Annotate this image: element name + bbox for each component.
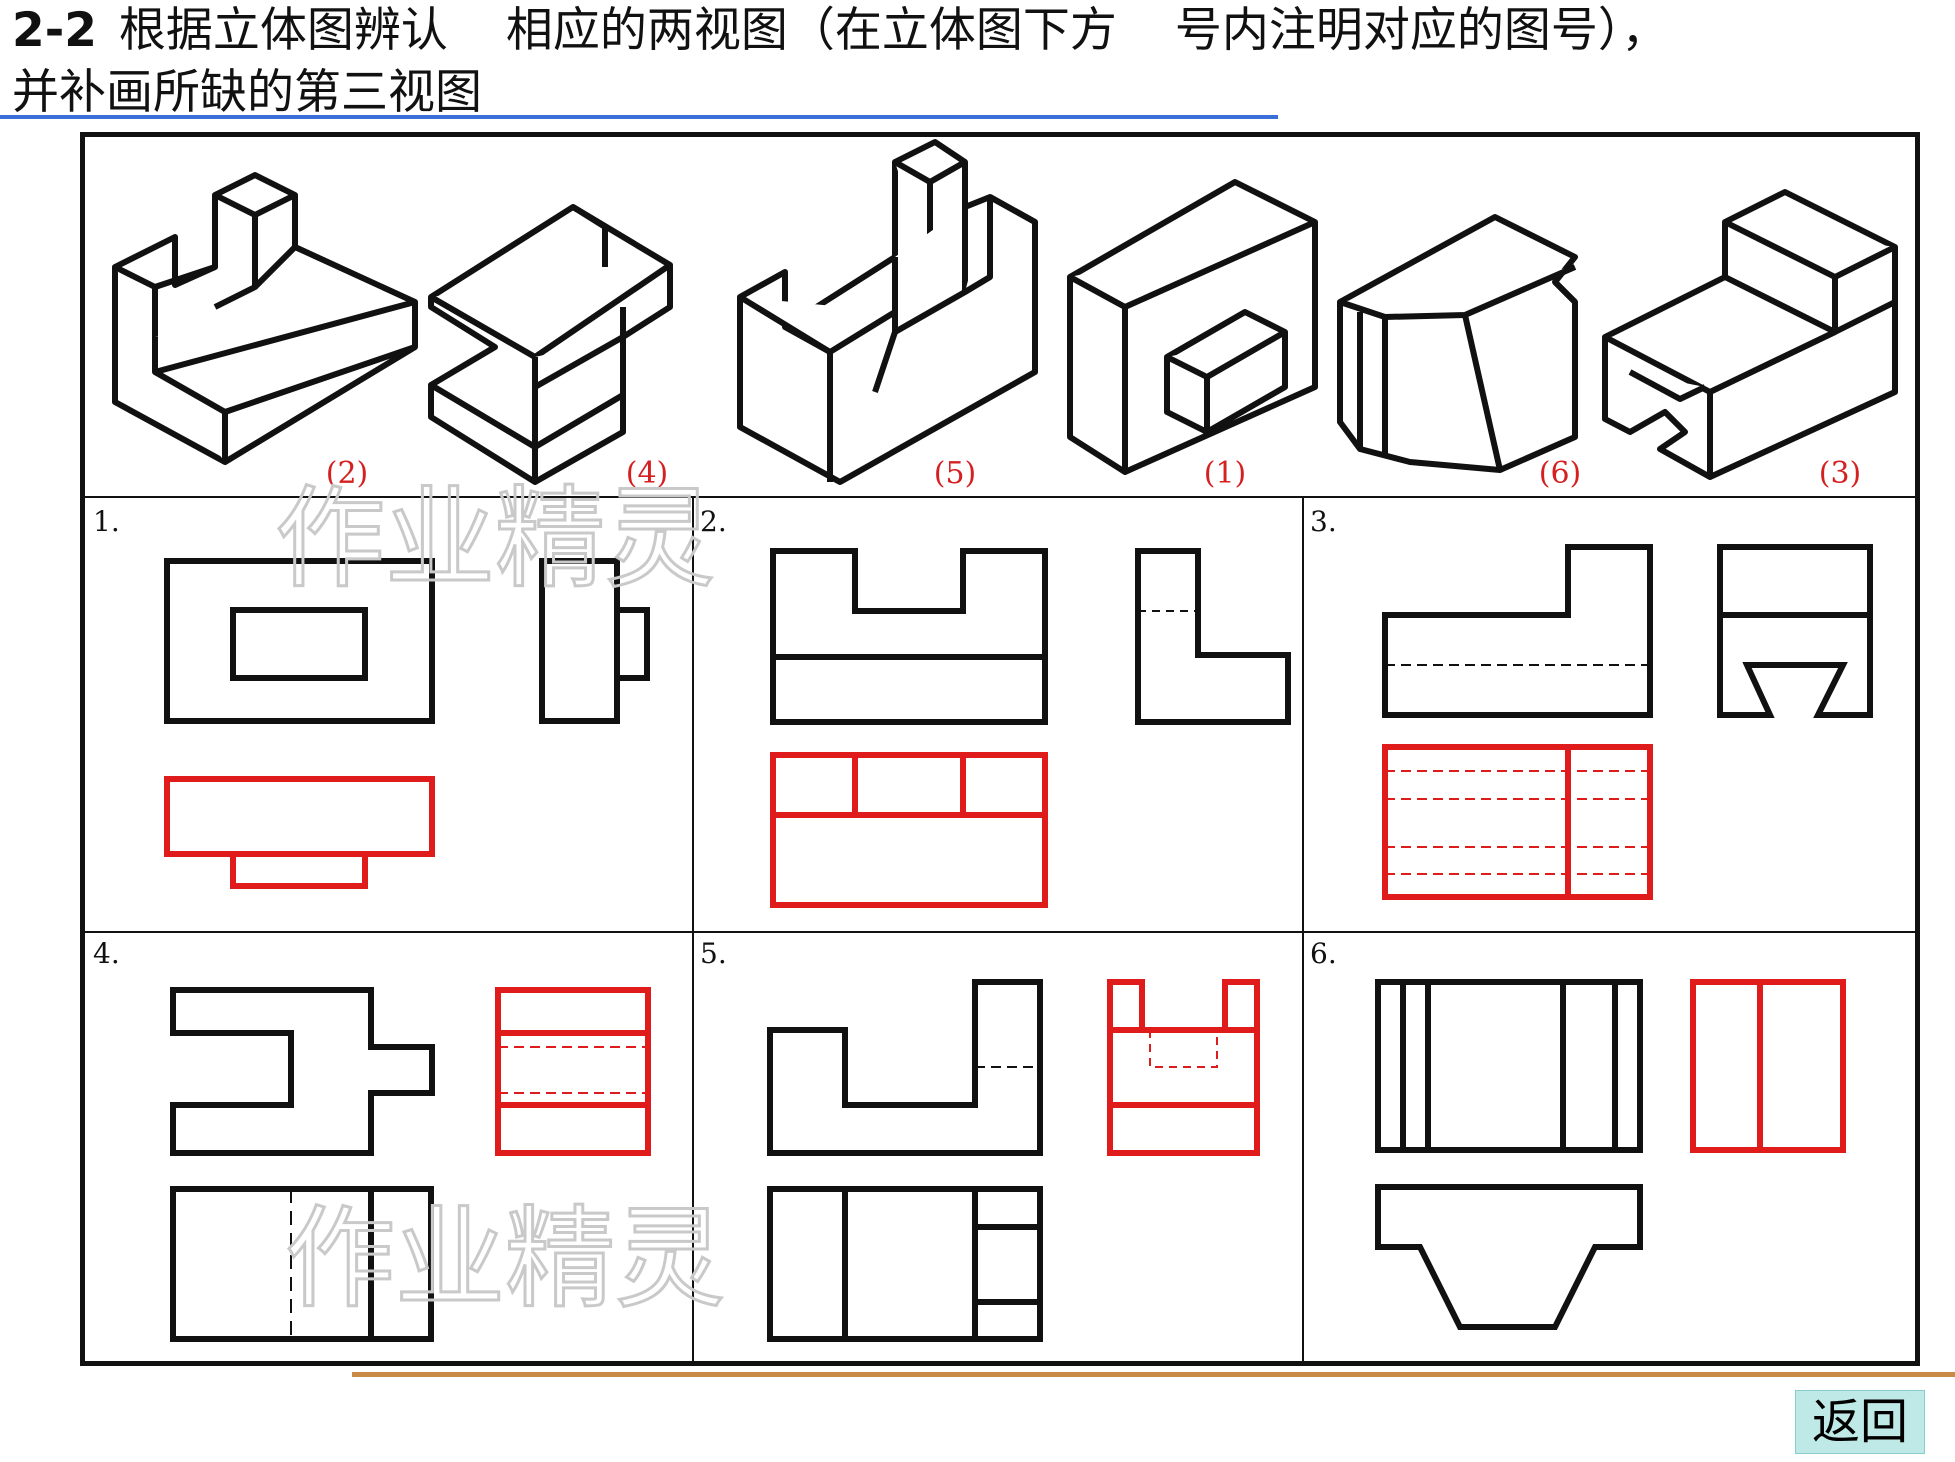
title-underline	[0, 115, 1278, 119]
cell-4-answer-side-view	[495, 987, 651, 1156]
cell-3-side-view	[1717, 544, 1873, 718]
iso-label-6: (3)	[1819, 456, 1862, 491]
cell-number-2: 2.	[700, 505, 727, 538]
iso-label-5: (6)	[1539, 456, 1582, 491]
cell-number-3: 3.	[1310, 505, 1337, 538]
cell-1-answer-boss	[230, 851, 368, 889]
cell-1-answer-top-view	[164, 776, 435, 857]
drawing-canvas: (2) (4) (5) (1) (6) (3) 1. 2. 3. 4. 5. 6…	[85, 139, 1915, 1361]
cell-1-views	[164, 558, 650, 889]
cell-number-1: 1.	[93, 505, 120, 538]
cell-1-side-boss	[614, 607, 650, 681]
iso-label-1: (2)	[326, 456, 369, 491]
iso-figure-2	[112, 172, 418, 465]
exercise-panel: (2) (4) (5) (1) (6) (3) 1. 2. 3. 4. 5. 6…	[80, 132, 1920, 1366]
cell-3-views	[1382, 544, 1873, 900]
cell-1-front-boss	[230, 607, 368, 681]
cell-5-answer-side-view	[1107, 979, 1260, 1156]
cell-4-front-view	[170, 987, 435, 1156]
title-part-2: 相应的两视图（在立体图下方	[505, 3, 1117, 58]
return-button[interactable]: 返回	[1795, 1390, 1925, 1454]
cell-2-answer-top-view	[770, 752, 1048, 908]
cell-5-front-view	[767, 979, 1043, 1156]
bottom-rule	[352, 1372, 1955, 1377]
iso-figure-1	[1067, 179, 1318, 475]
watermark-top: 作业精灵	[275, 475, 715, 603]
cell-5-views	[767, 979, 1260, 1342]
iso-figure-5	[737, 139, 1038, 485]
cell-6-top-view	[1375, 1184, 1643, 1330]
watermark-bottom: 作业精灵	[285, 1195, 725, 1323]
cell-4-views	[170, 987, 651, 1342]
exercise-number: 2-2	[12, 3, 97, 58]
title-part-1: 根据立体图辨认	[118, 3, 448, 58]
cell-2-front-view	[770, 548, 1048, 725]
cell-6-front-view	[1375, 979, 1643, 1153]
title-line-2: 并补画所缺的第三视图	[12, 65, 482, 120]
title-line-1: 2-2 根据立体图辨认 相应的两视图（在立体图下方 号内注明对应的图号），	[12, 0, 1942, 62]
cell-3-front-view	[1382, 544, 1653, 718]
iso-figure-3	[1602, 189, 1898, 480]
cell-6-answer-side-view	[1690, 979, 1846, 1153]
iso-label-2: (4)	[626, 456, 669, 491]
exercise-title: 2-2 根据立体图辨认 相应的两视图（在立体图下方 号内注明对应的图号）， 并补画所缺…	[12, 0, 1942, 124]
cell-number-6: 6.	[1310, 937, 1337, 970]
iso-label-3: (5)	[934, 456, 977, 491]
cell-2-side-view	[1135, 548, 1291, 725]
cell-number-4: 4.	[93, 937, 120, 970]
cell-5-top-view	[767, 1186, 1043, 1342]
cell-1-front-view	[164, 558, 435, 724]
cell-3-answer-top-view	[1382, 744, 1653, 900]
cell-2-views	[770, 548, 1291, 908]
cell-4-top-view	[170, 1186, 434, 1342]
iso-figure-4	[428, 204, 673, 485]
iso-label-4: (1)	[1204, 456, 1247, 491]
iso-figure-6	[1337, 214, 1578, 473]
cell-number-5: 5.	[700, 937, 727, 970]
title-part-3: 号内注明对应的图号），	[1174, 3, 1669, 58]
cell-6-views	[1375, 979, 1846, 1330]
